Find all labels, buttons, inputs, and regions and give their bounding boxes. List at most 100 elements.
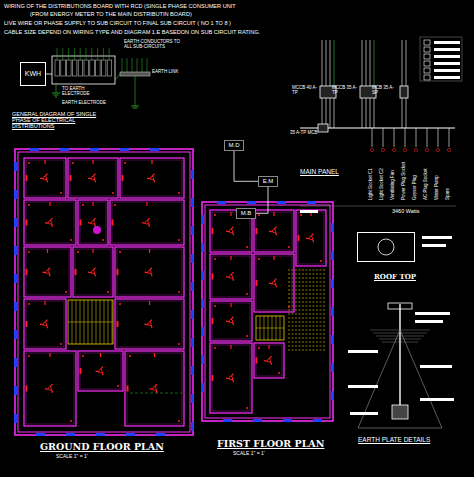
text-bar: [434, 41, 460, 44]
breaker-module: [84, 60, 89, 76]
note-text: EARTH CONDUCTORS TO ALL SUB-CIRCUITS: [124, 40, 182, 50]
window: [126, 433, 135, 436]
wire-line: [56, 84, 57, 93]
light-point: [77, 251, 79, 253]
wire-line: [46, 74, 52, 75]
fan-blade: [145, 272, 149, 274]
tube-light: [47, 249, 48, 253]
fan-blade: [88, 222, 92, 224]
legend-symbol: [424, 61, 430, 66]
light-point: [178, 239, 180, 241]
fan-blade: [40, 178, 44, 180]
room-wall: [24, 299, 66, 349]
circuit-label: Light Socket C1: [369, 168, 374, 200]
wire-line: [74, 48, 75, 60]
window: [66, 433, 75, 436]
room-wall: [73, 247, 113, 297]
tube-light: [146, 202, 147, 206]
wire-line: [374, 40, 375, 86]
tube-light: [100, 353, 101, 357]
room-inner: [212, 345, 250, 411]
room-wall: [210, 343, 252, 413]
window: [156, 433, 165, 436]
light-point: [214, 347, 216, 349]
legend-symbol: [424, 68, 430, 73]
text-bar: [415, 320, 443, 323]
room-inner: [80, 202, 106, 243]
switch-board: [26, 386, 28, 392]
circuit-label: Geyser Plug: [413, 175, 418, 200]
wire-line: [55, 97, 57, 98]
breaker-module: [78, 60, 83, 76]
cable-route: [130, 393, 182, 394]
wire-line: [362, 40, 363, 86]
plan-heading: ROOF TOP: [374, 273, 416, 281]
wire-line: [366, 40, 367, 86]
text-bar: [434, 55, 460, 58]
stair-outline: [68, 300, 113, 344]
light-point: [65, 291, 67, 293]
tube-light: [92, 249, 93, 253]
fan-blade: [88, 272, 92, 274]
text-bar: [348, 350, 378, 353]
switch-board: [122, 175, 124, 181]
wire-line: [370, 98, 371, 128]
note-text: WIRING OF THE DISTRIBUTIONS BOARD WITH R…: [4, 3, 236, 9]
wire-line: [147, 58, 148, 72]
stair-outline: [256, 316, 284, 340]
window: [60, 148, 69, 151]
wire-line: [366, 98, 367, 128]
hatch-line: [288, 338, 326, 339]
room-wall: [125, 351, 184, 426]
window: [150, 148, 159, 151]
circuit-terminal: [436, 148, 439, 151]
hatch-line: [288, 330, 326, 331]
window: [201, 243, 204, 252]
fan-blade: [226, 378, 230, 380]
light-point: [119, 251, 121, 253]
distribution-board: [52, 56, 115, 84]
fan-blade: [155, 384, 157, 387]
box-label: KWH: [25, 70, 41, 78]
window: [191, 170, 194, 179]
plan-heading: SCALE 1" = 1': [233, 451, 265, 457]
hatch-line: [288, 322, 326, 323]
switch-board: [127, 386, 129, 392]
light-point: [117, 385, 119, 387]
switch-board: [256, 228, 258, 234]
label-box: E.M: [258, 176, 278, 187]
room-inner: [26, 353, 74, 424]
circuit-terminal: [370, 148, 373, 151]
room-inner: [256, 256, 292, 310]
switch-board: [112, 220, 114, 226]
wire-line: [330, 40, 331, 86]
light-point: [107, 291, 109, 293]
hatch-line: [288, 314, 326, 315]
room-wall: [120, 158, 184, 198]
room-inner: [256, 212, 292, 250]
window: [191, 366, 194, 375]
room-wall: [210, 301, 252, 341]
wire-line: [137, 58, 138, 72]
wire-line: [97, 48, 98, 60]
circuit-label: Ventilating Fan: [391, 170, 396, 200]
window: [30, 148, 39, 151]
box-label: E.M: [263, 178, 274, 185]
fan-blade: [274, 227, 276, 230]
room-wall: [24, 158, 66, 198]
tube-light: [49, 202, 50, 206]
circuit-label: Power Plug Socket: [402, 162, 407, 200]
light-point: [178, 192, 180, 194]
fan-blade: [232, 379, 233, 382]
room-inner: [26, 160, 64, 196]
window: [331, 363, 334, 372]
fan-blade: [231, 227, 233, 230]
window: [201, 383, 204, 392]
circuit-label: AC Plug Socket: [424, 168, 429, 200]
plan-frame: GROUND FLOOR PLANSCALE 1" = 1': [18, 152, 190, 432]
fan-blade: [45, 320, 47, 323]
room-inner: [26, 301, 64, 347]
inner-wall: [205, 205, 330, 418]
room-inner: [122, 160, 182, 196]
